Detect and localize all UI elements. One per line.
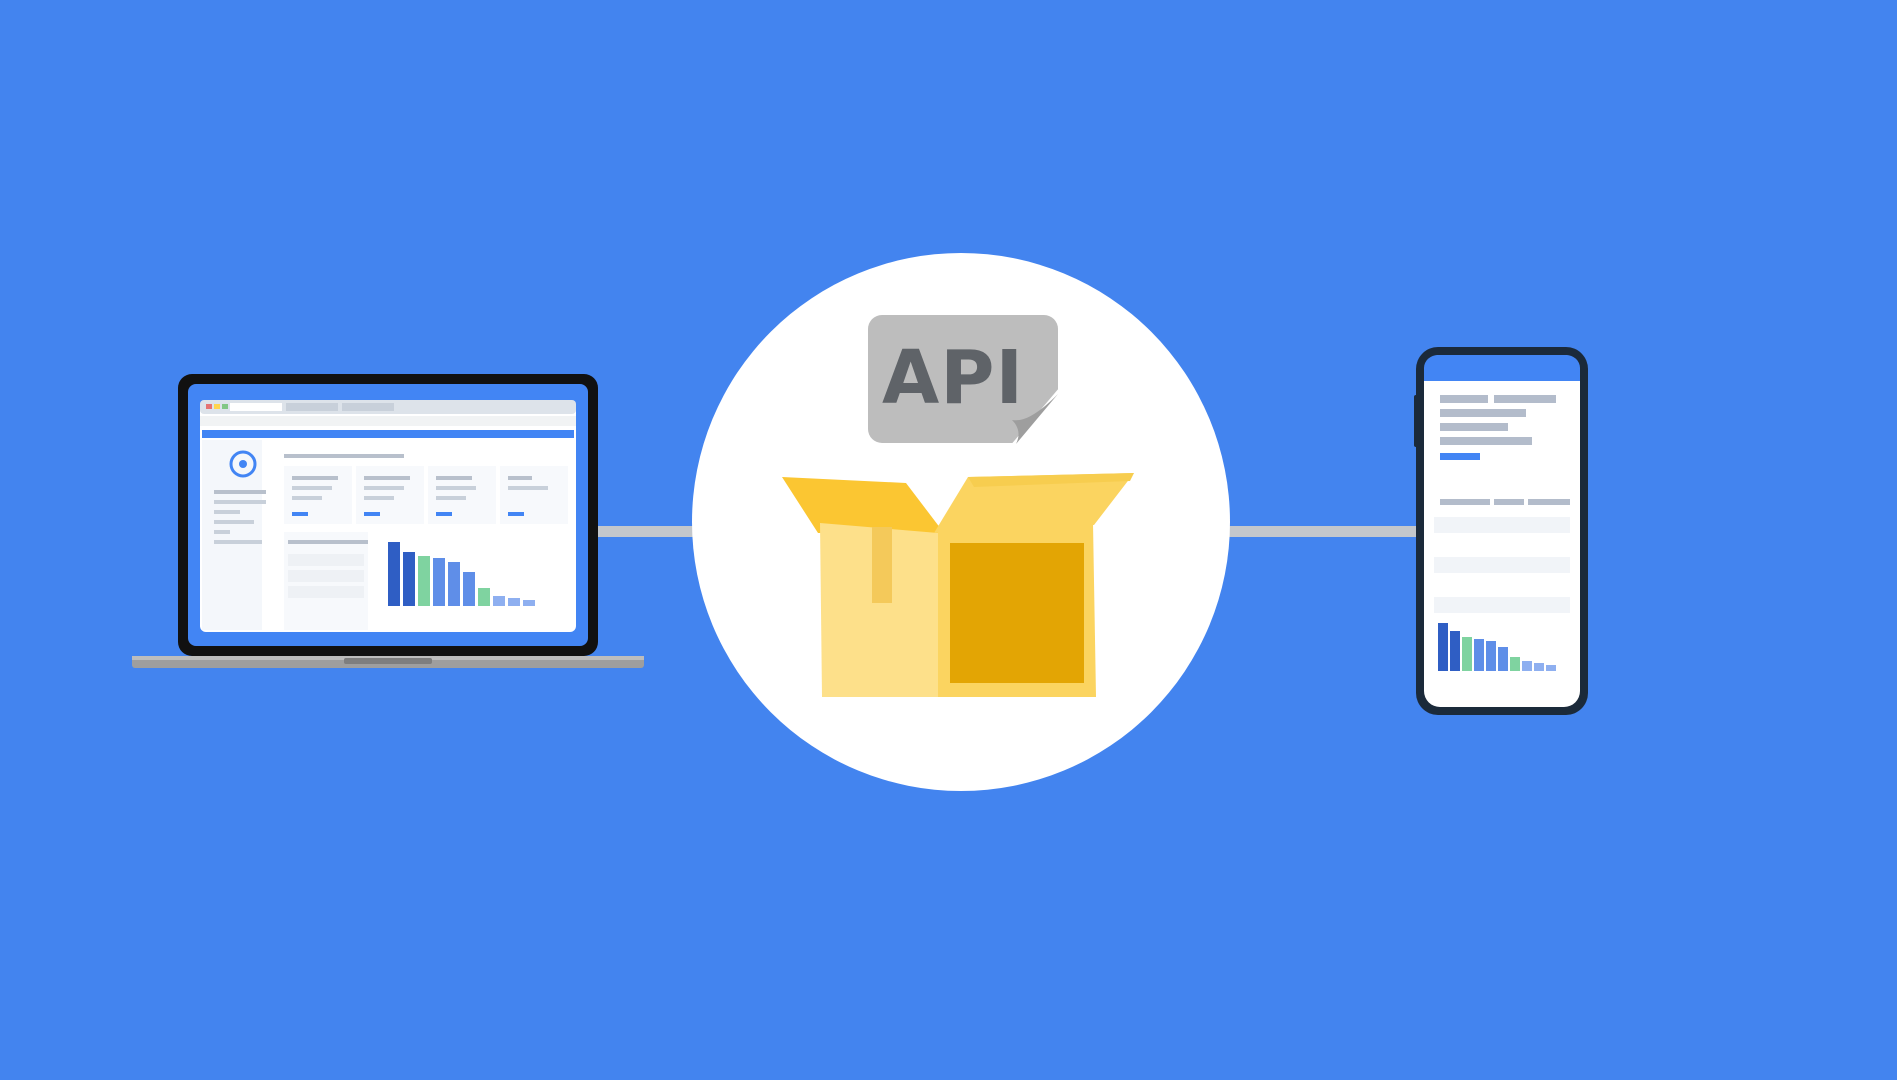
tag-corner-curl: [1012, 394, 1058, 444]
laptop-icon: [132, 374, 644, 668]
api-label: API: [881, 335, 1025, 421]
right-connector-line: [1215, 526, 1425, 537]
left-connector-line: [590, 526, 710, 537]
open-box-icon: [782, 473, 1134, 697]
phone-icon: [1414, 347, 1588, 715]
